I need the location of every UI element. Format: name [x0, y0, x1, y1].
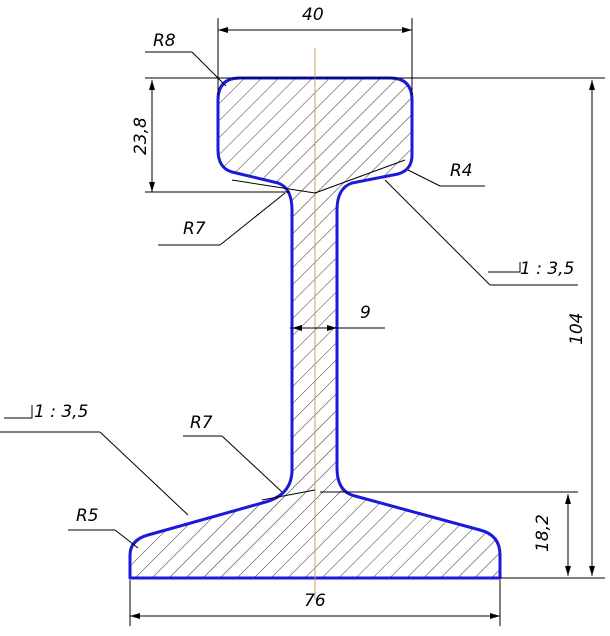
- web-thickness-label: 9: [360, 303, 371, 323]
- r7-top-leader: [219, 192, 286, 246]
- r7-top-label: R7: [183, 219, 206, 239]
- r7-bottom-label: R7: [190, 413, 213, 433]
- base-height-arrows: [565, 494, 571, 576]
- head-guide-line: [231, 179, 316, 194]
- base-guide-line: [261, 489, 316, 501]
- head-slope-symbol: [488, 262, 521, 273]
- r4-leader: [407, 169, 441, 187]
- r7-bottom-leader: [221, 435, 283, 493]
- r5-label: R5: [76, 506, 99, 526]
- total-height-label: 104: [567, 313, 587, 345]
- r8-leader: [191, 51, 227, 87]
- base-height-label: 18,2: [533, 514, 553, 552]
- r5-leader: [114, 529, 139, 549]
- head-height-label: 23,8: [131, 117, 151, 155]
- head-slope-leader: [384, 179, 491, 286]
- r4-label: R4: [450, 161, 473, 181]
- base-slope-symbol: [4, 405, 33, 419]
- base-width-label: 76: [304, 591, 326, 611]
- r8-label: R8: [153, 31, 176, 51]
- head-guide-line-2: [314, 159, 406, 194]
- base-slope-label: 1 : 3,5: [34, 402, 88, 422]
- base-slope-leader: [99, 431, 189, 516]
- web-dim-arrows: [292, 325, 337, 331]
- head-width-label: 40: [302, 5, 324, 25]
- head-slope-label: 1 : 3,5: [520, 259, 574, 279]
